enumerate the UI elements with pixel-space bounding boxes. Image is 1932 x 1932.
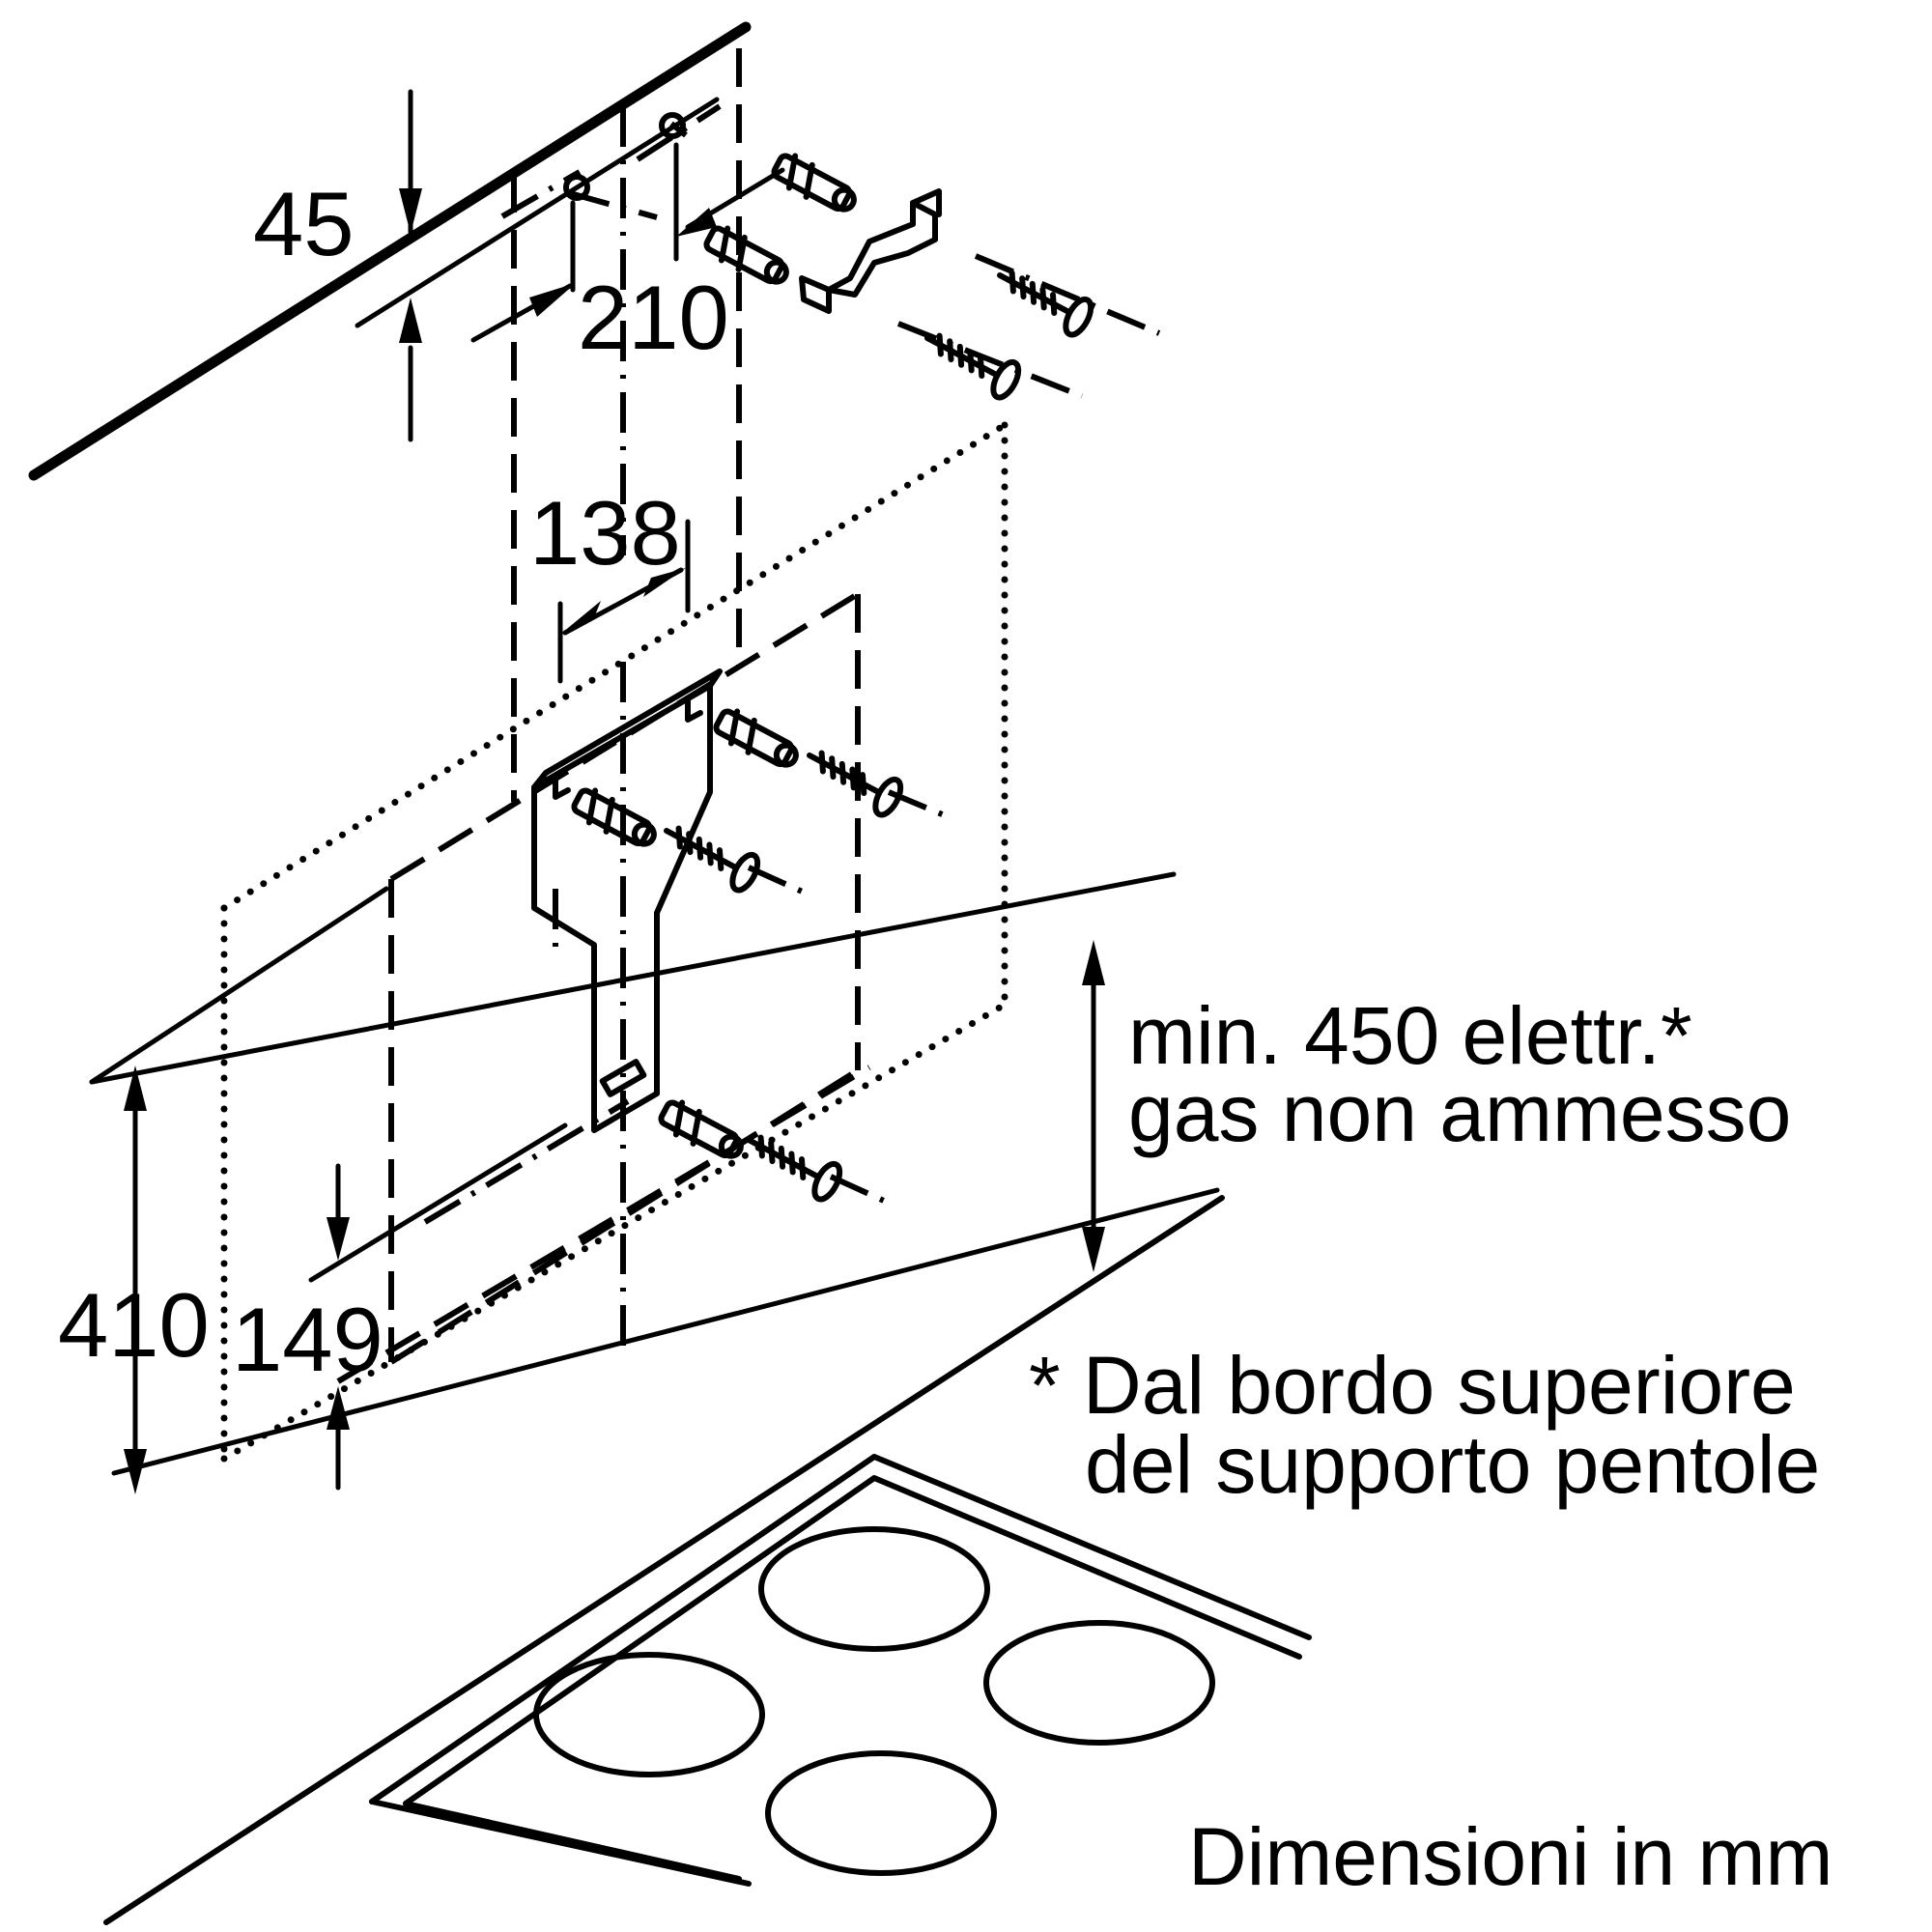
ceiling-line [28,21,752,481]
hob-icon [103,1195,1312,1925]
dimension-label-410: 410 [58,1274,210,1376]
screw-icon [924,332,1022,401]
wall-plug-icon [771,153,857,213]
hood-outline [220,421,1009,1463]
footnote: * Dal bordo superiore del supporto pento… [1029,1345,1820,1505]
footnote-line1: * Dal bordo superiore [1029,1340,1796,1431]
screw-icon [664,825,761,894]
units-note: Dimensioni in mm [1188,1811,1833,1902]
dimension-410 [89,871,1220,1494]
screw-icon [807,750,904,818]
guide-line-axis-lower [423,1098,630,1225]
chimney-outline [336,591,871,1384]
wall-plug-icon [658,1099,744,1159]
screw-icon [997,270,1094,338]
dimension-149 [308,1122,568,1491]
dimension-min-450 [1082,940,1105,1272]
screw-icon [746,1134,843,1203]
min-distance-line2: gas non ammesso [1128,1067,1792,1158]
footnote-line2: del supporto pentole [1085,1419,1821,1510]
dimension-45 [355,89,720,442]
upper-fixings [703,153,1161,401]
dimension-label-149: 149 [232,1289,384,1390]
wall-plug-icon [571,787,657,847]
min-distance-note: min. 450 elettr.* gas non ammesso [1128,995,1791,1153]
dimension-label-45: 45 [253,173,355,274]
min-distance-line1: min. 450 elettr.* [1128,990,1692,1081]
bracket-icon [799,188,942,314]
dimension-138 [557,519,691,684]
bracket-icon [531,668,723,1133]
wall-plug-icon [713,708,799,768]
wall-plug-icon [703,225,789,285]
lower-fixings [571,708,949,1204]
dimension-label-210: 210 [578,267,729,368]
dimension-label-138: 138 [529,482,681,583]
